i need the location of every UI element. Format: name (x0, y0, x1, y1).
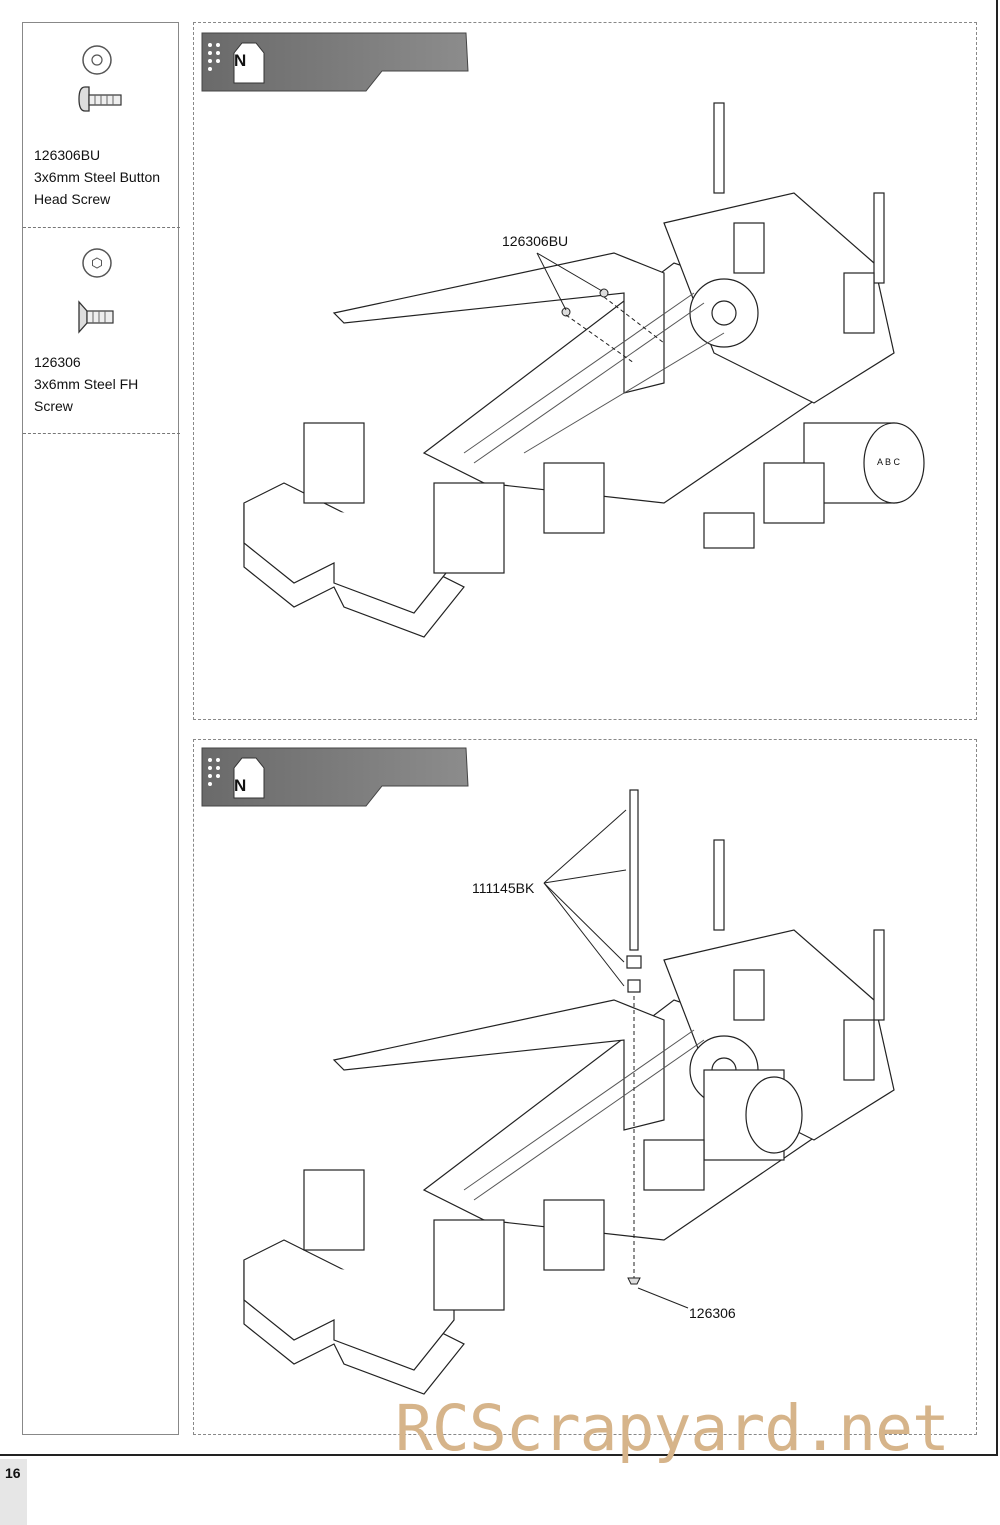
callout-label: 126306 (689, 1305, 736, 1321)
step-panel: N 126306BU A B C (193, 22, 977, 720)
bag-letter: N (234, 776, 247, 795)
part-code: 126306BU (34, 147, 101, 163)
part-item: 126306BU 3x6mm Steel Button Head Screw (23, 23, 180, 227)
callout-label: 126306BU (502, 233, 569, 249)
watermark: RCScrapyard.net (395, 1392, 950, 1465)
button-head-screw-icon (78, 45, 122, 112)
motor-label: A B C (877, 457, 901, 467)
separator (23, 227, 180, 228)
separator (23, 433, 180, 434)
page-number-tab: 16 (0, 1459, 27, 1525)
part-name-line1: 3x6mm Steel FH (34, 376, 139, 392)
chassis-diagram (201, 32, 925, 638)
callout-label: 111145BK (472, 880, 535, 896)
step-panel: N 111145BK 126306 (193, 739, 977, 1435)
page-number: 16 (5, 1465, 21, 1481)
parts-sidebar: 126306BU 3x6mm Steel Button Head Screw 1… (22, 22, 180, 1435)
part-name-line2: Screw (34, 398, 73, 414)
page-frame (0, 0, 998, 1456)
part-name-line2: Head Screw (34, 191, 111, 207)
part-code: 126306 (34, 354, 81, 370)
chassis-diagram (201, 747, 895, 1395)
part-item: 126306 3x6mm Steel FH Screw (23, 228, 180, 433)
bag-letter: N (234, 51, 247, 70)
flat-head-screw-icon (78, 248, 114, 334)
part-name-line1: 3x6mm Steel Button (34, 169, 161, 185)
